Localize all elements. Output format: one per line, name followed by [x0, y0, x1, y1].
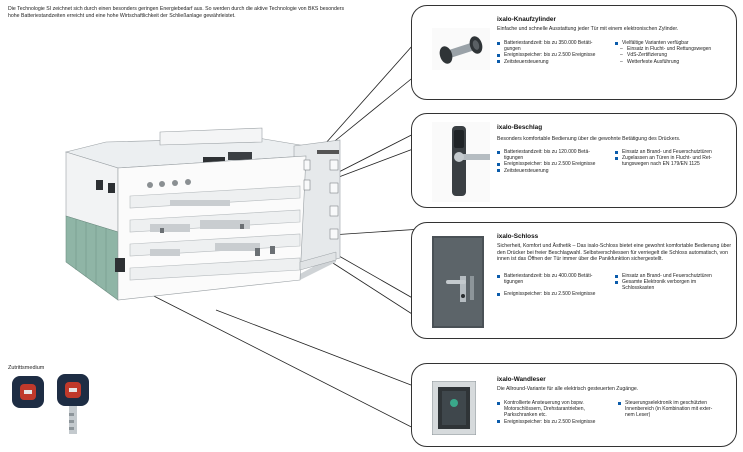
list-item: VdS-Zertifizierung [615, 52, 733, 58]
key-fob-icon [12, 376, 44, 408]
card-right-list: Einsatz an Brand- und Feuerschutztüren Z… [615, 149, 733, 168]
list-item: Batteriestandzeit: bis zu 120.000 Betä- [497, 149, 612, 155]
card-knaufzylinder: ixalo-Knaufzylinder Einfache und schnell… [411, 5, 737, 100]
card-right-list: Steuerungselektronik im geschützten Inne… [618, 400, 734, 419]
card-title: ixalo-Beschlag [497, 124, 543, 131]
list-item: Batteriestandzeit: bis zu 400.000 Betäti… [497, 273, 612, 279]
list-item: Motorschlössern, Drehstarantrieben, [504, 406, 585, 413]
list-item: tungswegen nach EN 179/EN 1125 [622, 161, 700, 168]
wall-reader-image [432, 381, 476, 435]
card-wandleser: ixalo-Wandleser Die Allround-Variante fü… [411, 363, 737, 447]
list-item: Parkschranken etc. [504, 412, 547, 419]
list-item: tigungen [504, 155, 524, 162]
card-subtitle: Die Allround-Variante für alle elektrisc… [497, 386, 639, 392]
list-item: Vielfältige Varianten verfügbar [615, 40, 733, 46]
card-left-list: Batteriestandzeit: bis zu 400.000 Betäti… [497, 273, 612, 298]
card-subtitle: Besonders komfortable Bedienung über die… [497, 136, 681, 142]
card-right-list: Einsatz an Brand- und Feuerschutztüren G… [615, 273, 733, 292]
list-item: tigungen [504, 279, 524, 286]
card-left-list: Batteriestandzeit: bis zu 350.000 Betäti… [497, 40, 612, 65]
door-lock-image [432, 236, 484, 328]
list-item: gungen [504, 46, 521, 53]
list-item: Steuerungselektronik im geschützten [618, 400, 734, 406]
card-subtitle: Einfache und schnelle Ausstattung jeder … [497, 26, 679, 32]
list-item: Einsatz in Flucht- und Rettungswegen [615, 46, 733, 52]
card-left-list: Batteriestandzeit: bis zu 120.000 Betä- … [497, 149, 612, 174]
list-item: Ereignisspeicher: bis zu 2.500 Ereigniss… [497, 161, 612, 167]
list-item: nem Leser) [625, 412, 651, 419]
list-item: Schlosskasten [622, 285, 655, 292]
knob-cylinder-image [432, 28, 490, 70]
door-handle-image [432, 122, 490, 202]
list-item: Gesamte Elektronik verborgen im [615, 279, 733, 285]
key-icon [57, 374, 89, 434]
card-beschlag: ixalo-Beschlag Besonders komfortable Bed… [411, 113, 737, 208]
access-media-label: Zutrittsmedium [8, 365, 45, 371]
list-item: Kontrollierte Ansteuerung von bspw. [497, 400, 615, 406]
card-left-list: Kontrollierte Ansteuerung von bspw. Moto… [497, 400, 615, 425]
intro-text: Die Technologie SI zeichnet sich durch e… [8, 6, 345, 19]
list-item: Batteriestandzeit: bis zu 350.000 Betäti… [497, 40, 612, 46]
card-title: ixalo-Schloss [497, 233, 539, 240]
card-title: ixalo-Knaufzylinder [497, 16, 556, 23]
list-item: Innenbereich (in Kombination mit exter- [625, 406, 713, 413]
list-item: Zugelassen an Türen in Flucht- und Ret- [615, 155, 733, 161]
list-item: Ereignisspeicher: bis zu 2.500 Ereigniss… [497, 52, 612, 58]
list-item: Wetterfeste Ausführung [615, 59, 733, 65]
card-title: ixalo-Wandleser [497, 376, 546, 383]
list-item: Ereignisspeicher: bis zu 2.500 Ereigniss… [497, 291, 612, 297]
card-subtitle: Sicherheit, Komfort und Ästhetik – Das i… [497, 243, 732, 263]
list-item: Zeitsteuersteuerung [497, 168, 612, 174]
list-item: Zeitsteuersteuerung [497, 59, 612, 65]
list-item: Ereignisspeicher: bis zu 2.500 Ereigniss… [497, 419, 615, 425]
card-right-list: Vielfältige Varianten verfügbar Einsatz … [615, 40, 733, 65]
list-item: Einsatz an Brand- und Feuerschutztüren [615, 149, 733, 155]
list-item: Einsatz an Brand- und Feuerschutztüren [615, 273, 733, 279]
card-schloss: ixalo-Schloss Sicherheit, Komfort und Äs… [411, 222, 737, 339]
